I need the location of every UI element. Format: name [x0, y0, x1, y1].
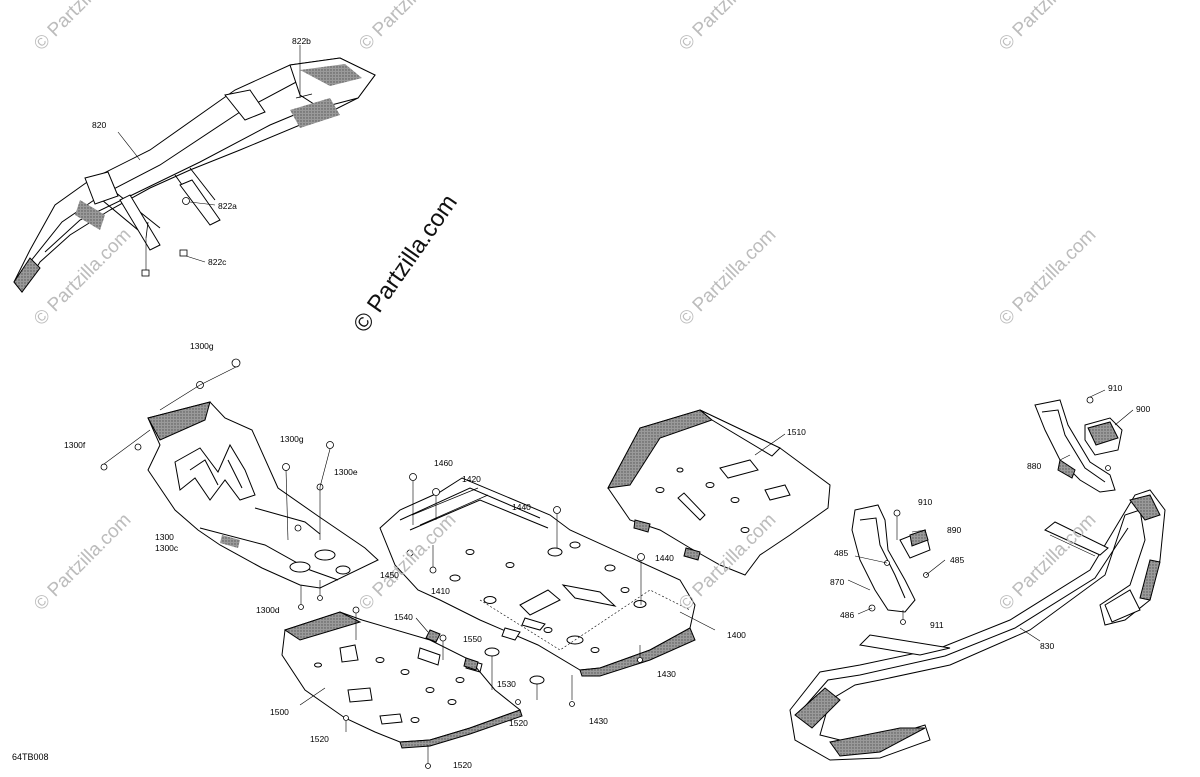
callout-870: 870 [830, 577, 845, 587]
callout-485: 485 [834, 548, 849, 558]
callout-830: 830 [1040, 641, 1055, 651]
callout-820: 820 [92, 120, 107, 130]
callout-1520: 1520 [310, 734, 329, 744]
callout-1530: 1530 [497, 679, 516, 689]
front-bumper-830 [789, 489, 1166, 761]
leader-lines-1400 [412, 481, 716, 700]
leader-lines-880 [1059, 389, 1134, 461]
callout-1430: 1430 [589, 716, 608, 726]
callout-1300g: 1300g [280, 434, 304, 444]
callout-1510: 1510 [787, 427, 806, 437]
leader-lines-rear [117, 45, 301, 270]
callout-1410: 1410 [431, 586, 450, 596]
leader-lines-830 [1019, 627, 1041, 642]
leader-lines-1500 [299, 613, 538, 763]
skid-plate-1510 [607, 409, 831, 576]
rear-frame-tube-820 [13, 57, 376, 293]
callout-1420: 1420 [462, 474, 481, 484]
callout-822a: 822a [218, 201, 237, 211]
leader-lines-1510 [754, 433, 786, 456]
leader-lines-1300 [103, 366, 331, 604]
callout-822c: 822c [208, 257, 227, 267]
bracket-870 [851, 504, 931, 613]
callout-1450: 1450 [380, 570, 399, 580]
callout-1520: 1520 [453, 760, 472, 770]
callout-822b: 822b [292, 36, 311, 46]
leader-lines-870 [847, 516, 946, 619]
skid-plate-1300 [147, 401, 379, 589]
callout-890: 890 [947, 525, 962, 535]
callout-910: 910 [1108, 383, 1123, 393]
skid-plate-1400 [379, 477, 696, 677]
callout-880: 880 [1027, 461, 1042, 471]
callout-1430: 1430 [657, 669, 676, 679]
callout-1300e: 1300e [334, 467, 358, 477]
callout-1520: 1520 [509, 718, 528, 728]
callout-1550: 1550 [463, 634, 482, 644]
callout-1400: 1400 [727, 630, 746, 640]
callout-1440: 1440 [655, 553, 674, 563]
callout-1300c: 1300c [155, 543, 179, 553]
callout-911: 911 [930, 620, 944, 630]
callout-1300d: 1300d [256, 605, 280, 615]
fasteners-1400 [406, 473, 645, 707]
callout-900: 900 [1136, 404, 1151, 414]
callout-1300f: 1300f [64, 440, 86, 450]
callout-485: 485 [950, 555, 965, 565]
bracket-880 [1034, 399, 1123, 493]
figure-code: 64TB008 [12, 752, 49, 762]
callout-1540: 1540 [394, 612, 413, 622]
callout-1440: 1440 [512, 502, 531, 512]
callout-1460: 1460 [434, 458, 453, 468]
callout-1300g: 1300g [190, 341, 214, 351]
callout-1300: 1300 [155, 532, 174, 542]
callout-1500: 1500 [270, 707, 289, 717]
callout-910: 910 [918, 497, 933, 507]
fasteners-880 [1086, 396, 1111, 471]
fasteners-822 [141, 93, 313, 277]
callout-486: 486 [840, 610, 855, 620]
fasteners-1300 [100, 358, 334, 610]
skid-plate-1500 [281, 611, 545, 749]
